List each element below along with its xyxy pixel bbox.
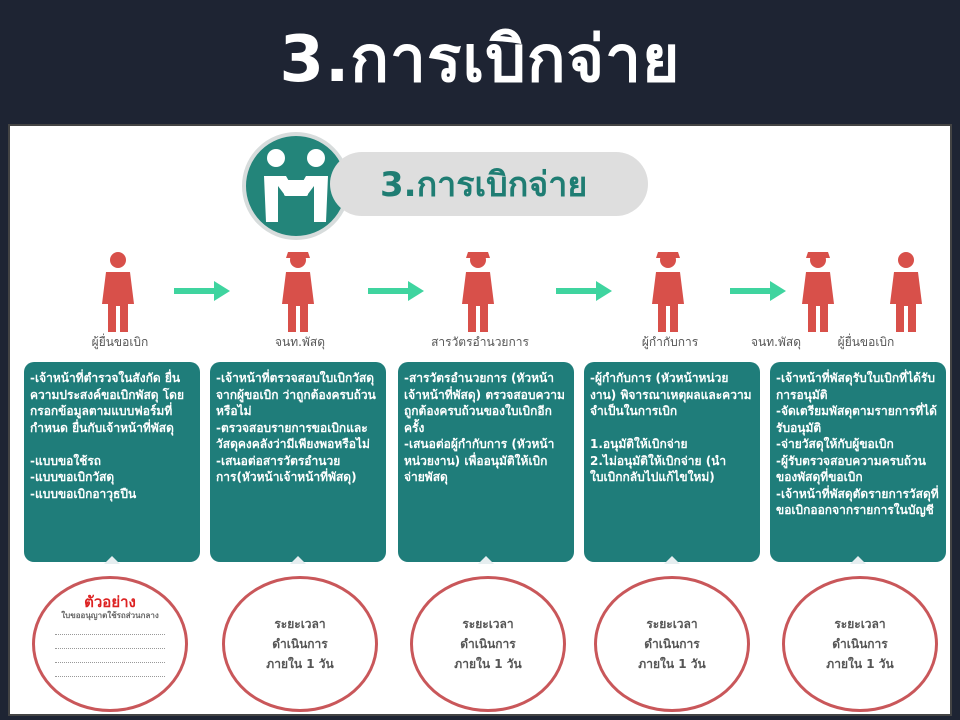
step-box: -เจ้าหน้าที่พัสดุรับใบเบิกที่ได้รับการอน… <box>770 362 946 564</box>
role-label: จนท.พัสดุ <box>751 335 801 349</box>
role-label: ผู้ยื่นขอเบิก <box>91 335 149 349</box>
role-label: ผู้ยื่นขอเบิก <box>837 335 895 349</box>
person-icon <box>798 246 838 334</box>
duration-circle: ระยะเวลา ดำเนินการ ภายใน 1 วัน <box>782 576 938 712</box>
person-icon <box>98 246 138 334</box>
person-icon <box>648 246 688 334</box>
step-box: -สารวัตรอำนวยการ (หัวหน้าเจ้าหน้าที่พัสด… <box>398 362 574 564</box>
person-icon <box>458 246 498 334</box>
person-icon <box>278 246 318 334</box>
arrow-right-icon <box>368 279 424 303</box>
duration-circle: ระยะเวลา ดำเนินการ ภายใน 1 วัน <box>594 576 750 712</box>
sample-form: ตัวอย่างใบขออนุญาตใช้รถส่วนกลาง <box>32 576 188 712</box>
sample-subtitle: ใบขออนุญาตใช้รถส่วนกลาง <box>61 611 159 620</box>
step-box: -เจ้าหน้าที่ตำรวจในสังกัด ยื่นความประสงค… <box>24 362 200 564</box>
arrow-right-icon <box>174 279 230 303</box>
banner-label: 3.การเบิกจ่าย <box>380 165 588 205</box>
role-label: สารวัตรอำนวยการ <box>431 335 529 349</box>
arrow-right-icon <box>730 279 786 303</box>
infographic-panel: 3.การเบิกจ่าย ผู้ยื่นขอเบิก จนท.พัสดุ สารว… <box>8 124 952 716</box>
header: 3.การเบิกจ่าย <box>0 0 960 118</box>
arrow-right-icon <box>556 279 612 303</box>
role-label: จนท.พัสดุ <box>275 335 325 349</box>
page-title: 3.การเบิกจ่าย <box>279 23 681 97</box>
step-box: -เจ้าหน้าที่ตรวจสอบใบเบิกวัสดุ จากผู้ขอเ… <box>210 362 386 564</box>
role-label: ผู้กำกับการ <box>641 335 699 349</box>
duration-circle: ระยะเวลา ดำเนินการ ภายใน 1 วัน <box>222 576 378 712</box>
person-icon <box>886 246 926 334</box>
sample-title: ตัวอย่าง <box>84 593 136 611</box>
section-banner: 3.การเบิกจ่าย <box>330 152 648 216</box>
duration-circle: ระยะเวลา ดำเนินการ ภายใน 1 วัน <box>410 576 566 712</box>
step-box: -ผู้กำกับการ (หัวหน้าหน่วยงาน) พิจารณาเห… <box>584 362 760 564</box>
